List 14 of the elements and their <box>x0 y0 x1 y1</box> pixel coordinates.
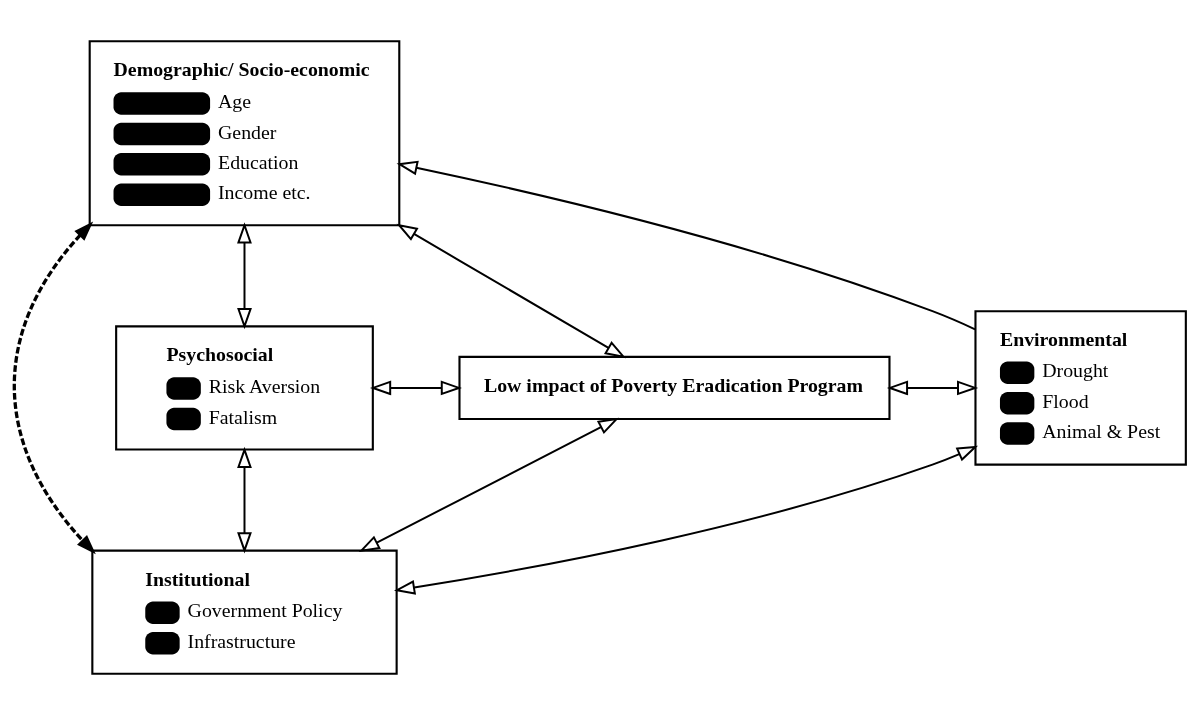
arrow <box>237 222 252 330</box>
arrow <box>886 380 979 396</box>
node-box: Low impact of Poverty Eradication Program <box>458 355 891 421</box>
node-box: Psychosocial Risk Aversion Fatalism <box>115 325 374 451</box>
arrow <box>237 446 252 554</box>
arrow <box>393 445 979 595</box>
node-box: Environmental Drought Flood Animal & Pest <box>974 310 1187 466</box>
node-box: Demographic/ Socio-economic Age Gender Education Income etc. <box>88 40 401 227</box>
arrow <box>358 417 620 552</box>
node-box: Institutional Government Policy Infrastructure <box>91 549 398 675</box>
arrow <box>396 160 977 331</box>
arrow <box>370 380 462 396</box>
arrow <box>12 221 96 555</box>
arrow <box>396 223 627 359</box>
